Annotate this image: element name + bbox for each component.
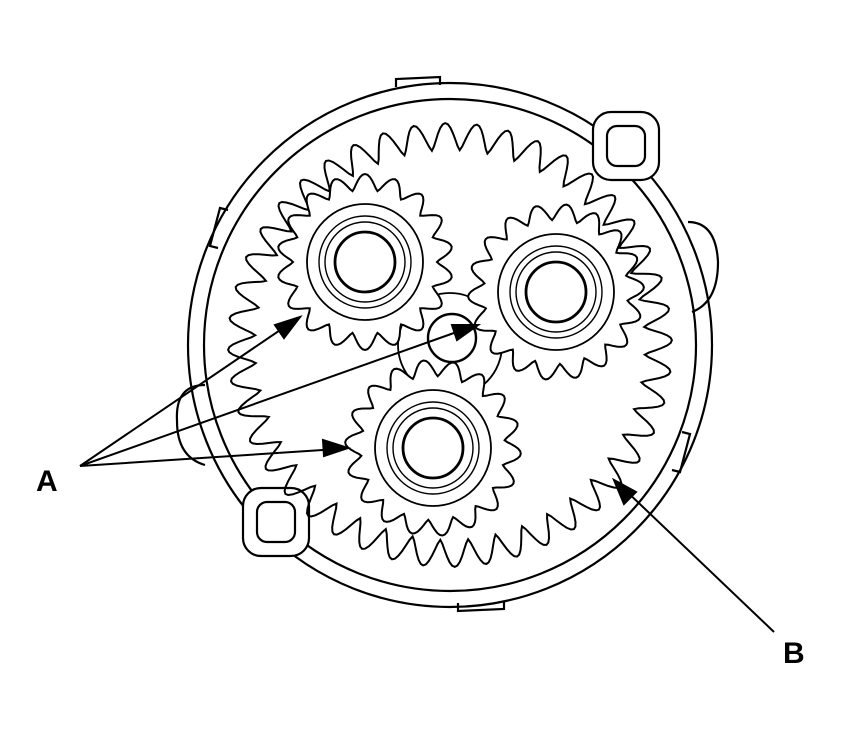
leader-lines xyxy=(79,315,775,633)
arrow-head-icon xyxy=(273,315,303,340)
leader-line-a3 xyxy=(79,448,339,467)
gear-housing xyxy=(175,75,720,613)
ring-gear xyxy=(226,121,674,569)
planet-gear-right xyxy=(467,203,645,381)
planet-gear-bottom xyxy=(344,359,522,537)
planet-gears xyxy=(277,172,645,537)
arrow-head-icon xyxy=(450,324,482,342)
leader-line-b xyxy=(621,486,775,633)
leader-line-a2 xyxy=(79,327,469,467)
arrow-head-icon xyxy=(611,477,638,506)
callout-label-a: A xyxy=(36,465,58,498)
callout-label-b: B xyxy=(783,637,805,670)
leader-line-a1 xyxy=(79,321,293,467)
planet-gear-top-left xyxy=(277,172,453,352)
arrow-head-icon xyxy=(321,438,352,458)
